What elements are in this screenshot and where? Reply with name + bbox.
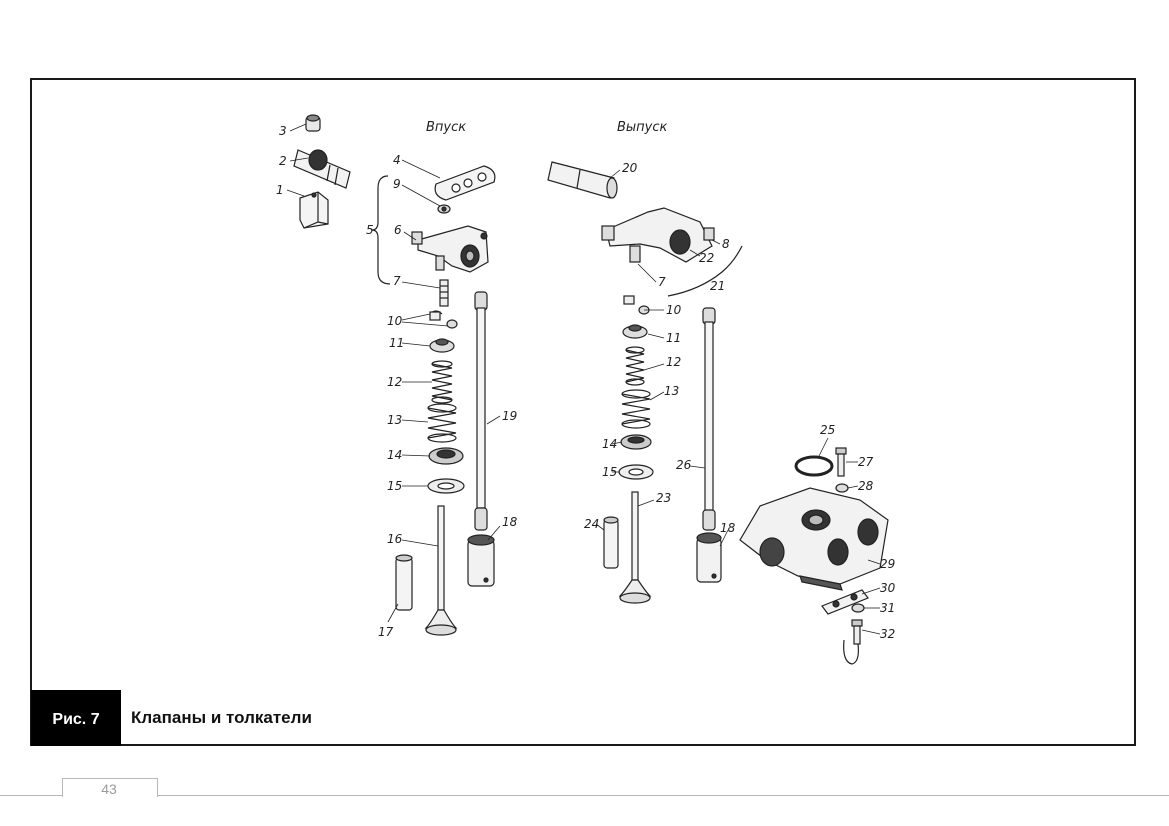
bolt-part-32: [843, 619, 863, 665]
nut-part-3: [305, 114, 321, 132]
label-25: 25: [820, 423, 835, 437]
label-4: 4: [393, 153, 401, 167]
label-1: 1: [276, 183, 284, 197]
axle-part-2: [293, 149, 351, 189]
washer-part-15b: [618, 464, 654, 480]
label-14b: 14: [602, 437, 617, 451]
footer-rule: [0, 795, 1169, 796]
page-number: 43: [101, 781, 117, 797]
label-31: 31: [880, 601, 895, 615]
label-30: 30: [880, 581, 896, 595]
label-8: 8: [722, 237, 730, 251]
label-18a: 18: [502, 515, 518, 529]
label-11a: 11: [389, 336, 404, 350]
keepers-part-10a: [429, 310, 458, 329]
label-24: 24: [584, 517, 599, 531]
label-17: 17: [378, 625, 394, 639]
bracket-block-part-29: [739, 487, 889, 591]
tappet-part-18b: [696, 532, 722, 583]
outer-spring-13b: [621, 389, 651, 429]
label-22: 22: [699, 251, 714, 265]
exhaust-heading: Выпуск: [617, 120, 668, 135]
ring-part-25: [794, 455, 834, 477]
label-28: 28: [858, 479, 874, 493]
figure-title: Клапаны и толкатели: [131, 708, 312, 727]
label-18b: 18: [720, 521, 736, 535]
label-7a: 7: [393, 274, 401, 288]
label-12b: 12: [666, 355, 681, 369]
label-15a: 15: [387, 479, 402, 493]
rocker-part-6: [411, 225, 489, 273]
label-15b: 15: [602, 465, 617, 479]
label-16: 16: [387, 532, 403, 546]
label-32: 32: [880, 627, 895, 641]
cap-part-11b: [622, 324, 648, 339]
label-10a: 10: [387, 314, 403, 328]
label-6: 6: [394, 223, 402, 237]
label-26: 26: [676, 458, 692, 472]
label-27: 27: [858, 455, 874, 469]
label-14a: 14: [387, 448, 402, 462]
label-13a: 13: [387, 413, 402, 427]
label-19: 19: [502, 409, 517, 423]
plate-part-4: [434, 165, 496, 201]
washer-part-28: [835, 483, 849, 493]
figure-number: Рис. 7: [52, 711, 100, 728]
brace-21: [667, 245, 743, 297]
nut-part-9: [437, 204, 451, 214]
brace-5: [371, 175, 391, 285]
valve-part-16: [424, 505, 458, 636]
seat-part-14a: [428, 447, 464, 465]
tappet-part-18a: [467, 534, 495, 587]
seat-part-14b: [620, 434, 652, 450]
guide-part-17: [395, 554, 413, 611]
plate-part-30: [821, 589, 869, 615]
inner-spring-12a: [431, 360, 453, 404]
label-3: 3: [279, 124, 287, 138]
leader-lines: [286, 123, 881, 635]
washer-part-31: [851, 603, 865, 613]
label-9: 9: [393, 177, 401, 191]
shaft-part-20: [547, 161, 618, 199]
outer-spring-13a: [427, 403, 457, 443]
label-13b: 13: [664, 384, 679, 398]
label-7b: 7: [658, 275, 666, 289]
pushrod-part-26: [702, 307, 716, 531]
intake-heading: Впуск: [426, 120, 466, 135]
bracket-part-1: [299, 191, 329, 229]
label-23: 23: [656, 491, 671, 505]
page-number-tab: [62, 778, 158, 797]
label-21: 21: [710, 279, 725, 293]
label-5: 5: [366, 223, 374, 237]
bolt-part-27: [835, 447, 847, 477]
label-11b: 11: [666, 331, 681, 345]
label-20: 20: [622, 161, 638, 175]
figure-number-badge: Рис. 7: [31, 690, 121, 746]
label-29: 29: [880, 557, 895, 571]
keepers-part-10b: [623, 295, 650, 315]
pushrod-part-19: [474, 291, 488, 531]
screw-part-7a: [439, 279, 449, 307]
washer-part-15a: [427, 478, 465, 494]
cap-part-11a: [429, 338, 455, 353]
label-10b: 10: [666, 303, 682, 317]
label-12a: 12: [387, 375, 402, 389]
guide-part-24: [603, 516, 619, 569]
label-2: 2: [279, 154, 287, 168]
inner-spring-12b: [625, 346, 645, 386]
rocker-part-22: [601, 207, 715, 263]
valve-part-23: [618, 491, 652, 604]
